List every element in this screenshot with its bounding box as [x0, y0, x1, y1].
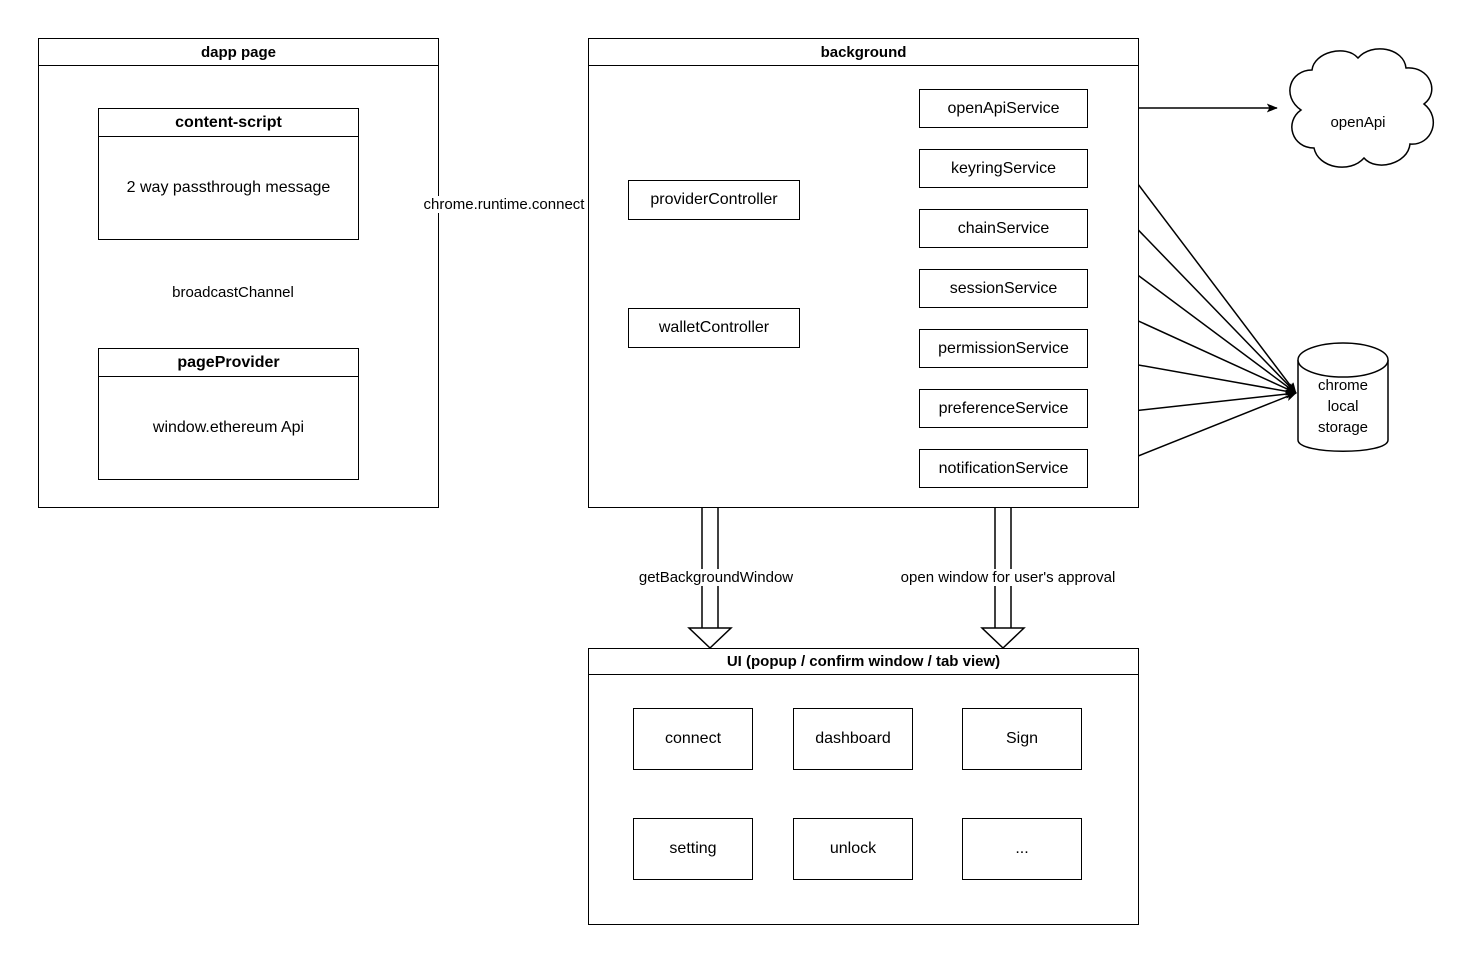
- edge-label-open-window-approval: open window for user's approval: [872, 569, 1144, 586]
- box-page-provider-body: window.ethereum Api: [152, 419, 305, 436]
- container-ui-panel: UI (popup / confirm window / tab view): [588, 648, 1139, 925]
- node-keyring-service[interactable]: keyringService: [919, 149, 1088, 188]
- edge-label-get-background-window: getBackgroundWindow: [614, 569, 818, 586]
- ui-button-ellipsis[interactable]: ...: [962, 818, 1082, 880]
- node-chain-service[interactable]: chainService: [919, 209, 1088, 248]
- storage-label-line-3: storage: [1317, 418, 1369, 436]
- box-content-script: content-script 2 way passthrough message: [98, 108, 359, 240]
- ui-button-sign[interactable]: Sign: [962, 708, 1082, 770]
- storage-label-line-1: chrome: [1317, 376, 1369, 394]
- ui-button-unlock[interactable]: unlock: [793, 818, 913, 880]
- box-content-script-body: 2 way passthrough message: [126, 179, 331, 196]
- ui-button-dashboard[interactable]: dashboard: [793, 708, 913, 770]
- block-arrow-approval-head: [980, 627, 1026, 650]
- node-notification-service[interactable]: notificationService: [919, 449, 1088, 488]
- storage-cylinder-label: chrome local storage: [1298, 373, 1388, 439]
- block-arrow-approval-shaft: [994, 490, 1012, 628]
- box-page-provider: pageProvider window.ethereum Api: [98, 348, 359, 480]
- edge-label-broadcast-channel: broadcastChannel: [148, 284, 318, 301]
- node-permission-service[interactable]: permissionService: [919, 329, 1088, 368]
- edge-label-chrome-runtime-connect: chrome.runtime.connect: [402, 196, 606, 213]
- node-open-api-service[interactable]: openApiService: [919, 89, 1088, 128]
- node-wallet-controller[interactable]: walletController: [628, 308, 800, 348]
- block-arrow-getBackgroundWindow-head: [687, 627, 733, 650]
- node-provider-controller[interactable]: providerController: [628, 180, 800, 220]
- node-session-service[interactable]: sessionService: [919, 269, 1088, 308]
- openapi-cloud-shape: [1289, 48, 1435, 168]
- ui-button-setting[interactable]: setting: [633, 818, 753, 880]
- ui-button-connect[interactable]: connect: [633, 708, 753, 770]
- openapi-cloud-label: openApi: [1330, 113, 1386, 131]
- container-title-ui-panel: UI (popup / confirm window / tab view): [589, 649, 1138, 675]
- container-title-dapp-page: dapp page: [39, 39, 438, 66]
- storage-label-line-2: local: [1327, 397, 1359, 415]
- storage-cylinder-top: [1297, 342, 1389, 378]
- box-content-script-title: content-script: [99, 109, 358, 137]
- box-page-provider-title: pageProvider: [99, 349, 358, 377]
- node-preference-service[interactable]: preferenceService: [919, 389, 1088, 428]
- container-title-background: background: [589, 39, 1138, 66]
